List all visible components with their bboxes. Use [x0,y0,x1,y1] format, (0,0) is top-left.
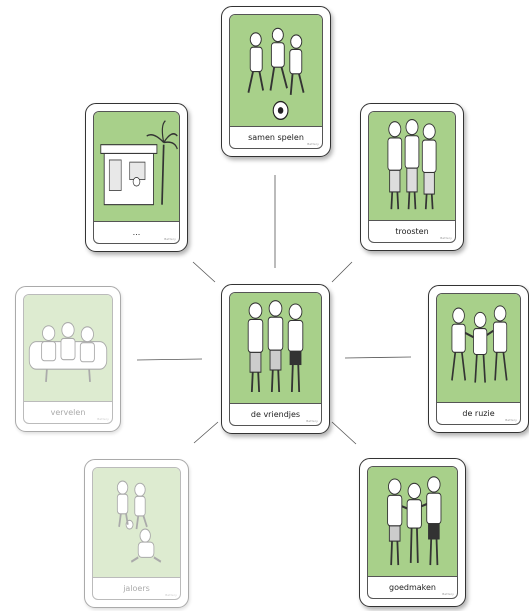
card-jaloers[interactable]: jaloers Bettery [84,459,189,608]
card-label: jaloers [123,584,150,593]
card-label: ... [133,228,141,237]
connector-right [345,357,411,358]
card-label-bar: ... Bettery [94,221,179,243]
illustration-kids-making-up [368,467,457,576]
illustration-bored-kids-on-couch [24,295,112,401]
connector-left [137,359,202,360]
illustration-friends [230,293,321,403]
card-vervelen[interactable]: vervelen Bettery [15,286,121,432]
card-frame: de vriendjes Bettery [229,292,322,426]
card-label-bar: troosten Bettery [369,220,455,242]
illustration-kids-playing-soccer [230,15,322,126]
card-ellipsis[interactable]: ... Bettery [85,103,188,252]
card-frame: de ruzie Bettery [436,293,521,425]
card-label: de ruzie [462,409,494,418]
connector-top-right [332,262,352,282]
credit-text: Bettery [306,419,318,423]
card-label-bar: jaloers Bettery [93,577,180,599]
card-frame: samen spelen Bettery [229,14,323,149]
card-label: vervelen [51,408,86,417]
card-label-bar: de vriendjes Bettery [230,403,321,425]
card-frame: vervelen Bettery [23,294,113,424]
card-label-bar: goedmaken Bettery [368,576,457,598]
connector-bottom-right [332,422,356,444]
card-label-bar: samen spelen Bettery [230,126,322,148]
card-samen-spelen[interactable]: samen spelen Bettery [221,6,331,157]
card-de-ruzie[interactable]: de ruzie Bettery [428,285,529,433]
credit-text: Bettery [164,237,176,241]
credit-text: Bettery [97,417,109,421]
card-frame: troosten Bettery [368,111,456,243]
card-label: samen spelen [248,133,304,142]
card-frame: goedmaken Bettery [367,466,458,599]
card-troosten[interactable]: troosten Bettery [360,103,464,251]
card-frame: ... Bettery [93,111,180,244]
card-label: troosten [395,227,428,236]
card-label-bar: vervelen Bettery [24,401,112,423]
illustration-kids-comforting [369,112,455,220]
credit-text: Bettery [442,592,454,596]
card-goedmaken[interactable]: goedmaken Bettery [359,458,466,607]
illustration-jealous-kid [93,468,180,577]
illustration-house-with-palm-tree [94,112,179,221]
connector-top-left [193,262,215,282]
connector-bottom-left [194,422,218,443]
illustration-kids-arguing [437,294,520,402]
credit-text: Bettery [165,593,177,597]
credit-text: Bettery [307,142,319,146]
card-label: goedmaken [389,583,436,592]
credit-text: Bettery [505,418,517,422]
card-label-bar: de ruzie Bettery [437,402,520,424]
credit-text: Bettery [440,236,452,240]
card-frame: jaloers Bettery [92,467,181,600]
card-de-vriendjes[interactable]: de vriendjes Bettery [221,284,330,434]
card-label: de vriendjes [251,410,300,419]
